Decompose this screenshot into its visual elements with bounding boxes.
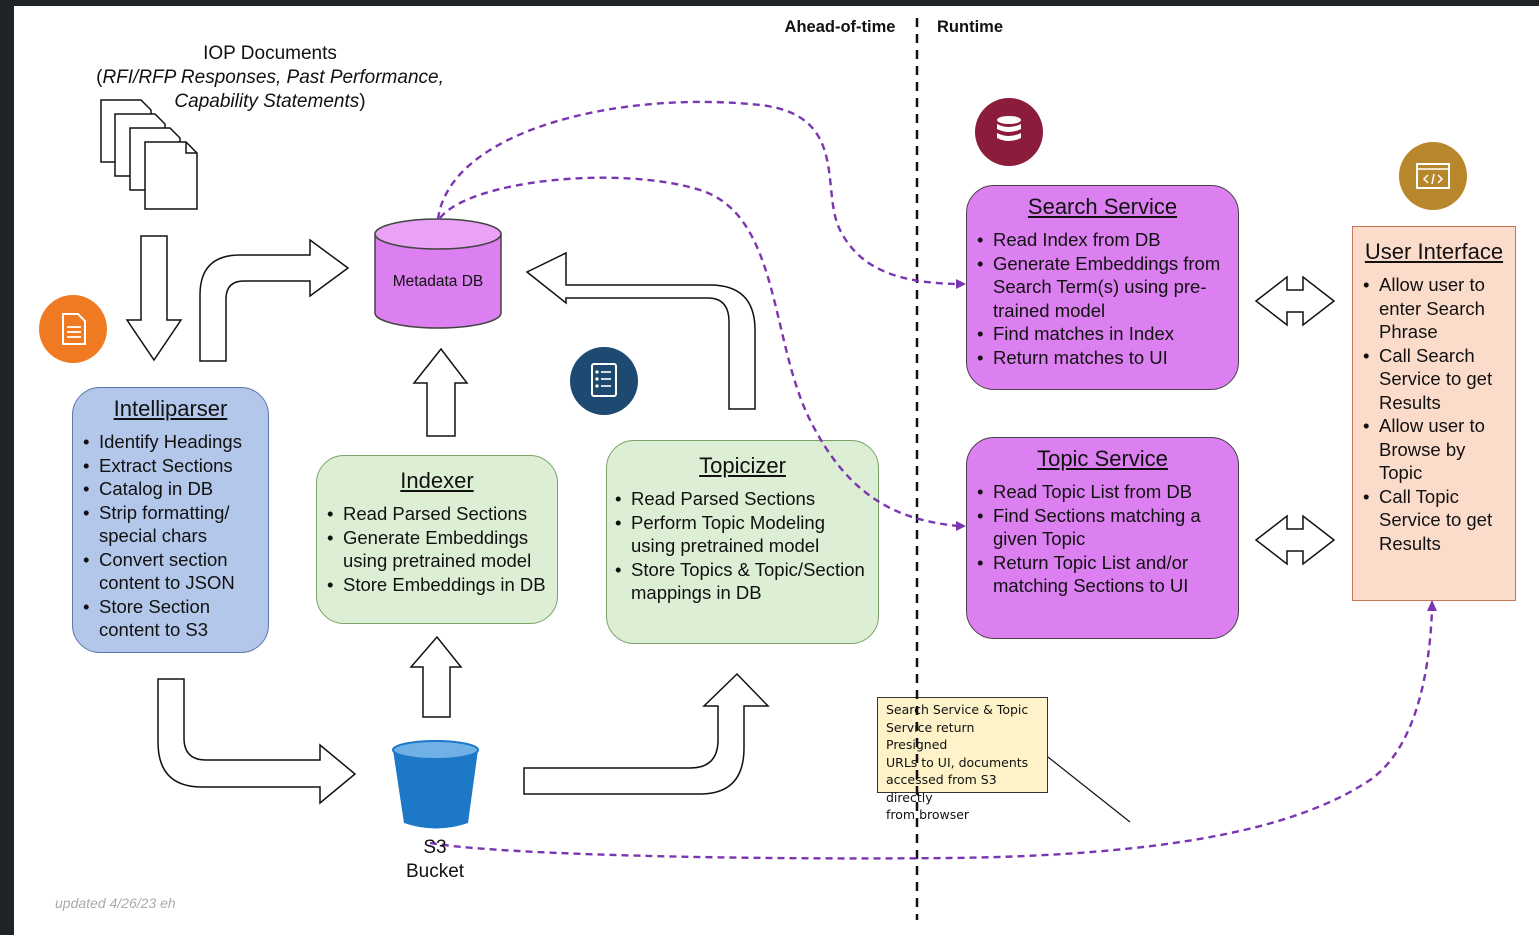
list-item: Return matches to UI [977,346,1228,370]
list-item: Generate Embeddings from Search Term(s) … [977,252,1228,323]
list-item: Read Topic List from DB [977,480,1228,504]
list-item: Store Section content to S3 [83,595,258,642]
list-item: Store Topics & Topic/Section mappings in… [615,558,868,605]
intelliparser-list: Identify Headings Extract Sections Catal… [73,430,268,642]
list-item: Call Search Service to get Results [1363,344,1505,415]
documents-subtitle: (RFI/RFP Responses, Past Performance, Ca… [96,67,444,112]
list-item: Read Parsed Sections [327,502,547,526]
phase-label-ahead: Ahead-of-time [784,18,896,36]
note-line: URLs to UI, documents [886,754,1029,770]
list-item: Generate Embeddings using pretrained mod… [327,526,547,573]
list-item: Return Topic List and/or matching Sectio… [977,551,1228,598]
topic-service-box: Topic Service Read Topic List from DB Fi… [966,437,1239,639]
topicizer-title: Topicizer [699,453,786,478]
list-item: Store Embeddings in DB [327,573,547,597]
list-item: Strip formatting/ special chars [83,501,258,548]
search-service-box: Search Service Read Index from DB Genera… [966,185,1239,390]
list-item: Call Topic Service to get Results [1363,485,1505,556]
note-line: from browser [886,807,970,822]
s3-label: S3 Bucket [385,836,485,883]
topic-service-list: Read Topic List from DB Find Sections ma… [967,480,1238,598]
note-line: accessed from S3 directly [886,772,997,805]
list-item: Read Parsed Sections [615,487,868,511]
updated-footer: updated 4/26/23 eh [55,895,176,911]
topicizer-box: Topicizer Read Parsed Sections Perform T… [606,440,879,644]
list-item: Read Index from DB [977,228,1228,252]
user-interface-list: Allow user to enter Search Phrase Call S… [1353,273,1515,555]
s3-label-line1: S3 [423,837,447,858]
list-item: Catalog in DB [83,477,258,501]
indexer-box: Indexer Read Parsed Sections Generate Em… [316,455,558,624]
list-item: Perform Topic Modeling using pretrained … [615,511,868,558]
indexer-list: Read Parsed Sections Generate Embeddings… [317,502,557,596]
indexer-title: Indexer [400,468,474,493]
documents-subtitle-line2: Capability Statements [174,90,360,112]
search-service-list: Read Index from DB Generate Embeddings f… [967,228,1238,369]
search-service-title: Search Service [1027,194,1178,219]
list-item: Convert section content to JSON [83,548,258,595]
phase-label-runtime: Runtime [937,18,1003,36]
list-item: Extract Sections [83,454,258,478]
list-item: Find Sections matching a given Topic [977,504,1228,551]
s3-label-line2: Bucket [405,860,465,882]
list-item: Allow user to enter Search Phrase [1363,273,1505,344]
user-interface-title: User Interface [1364,239,1504,264]
list-item: Allow user to Browse by Topic [1363,414,1505,485]
presigned-url-note: Search Service & Topic Service return Pr… [877,697,1048,822]
note-line: Service return Presigned [886,719,975,753]
user-interface-box: User Interface Allow user to enter Searc… [1352,226,1516,601]
documents-title: IOP Documents [203,43,337,64]
note-line: Search Service & Topic [886,702,1029,717]
intelliparser-box: Intelliparser Identify Headings Extract … [72,387,269,653]
list-item: Find matches in Index [977,322,1228,346]
topicizer-list: Read Parsed Sections Perform Topic Model… [607,487,878,605]
list-item: Identify Headings [83,430,258,454]
intelliparser-title: Intelliparser [113,396,228,421]
metadata-db-label: Metadata DB [392,273,484,290]
documents-subtitle-line1: RFI/RFP Responses, Past Performance, [102,67,444,88]
topic-service-title: Topic Service [1037,446,1168,471]
